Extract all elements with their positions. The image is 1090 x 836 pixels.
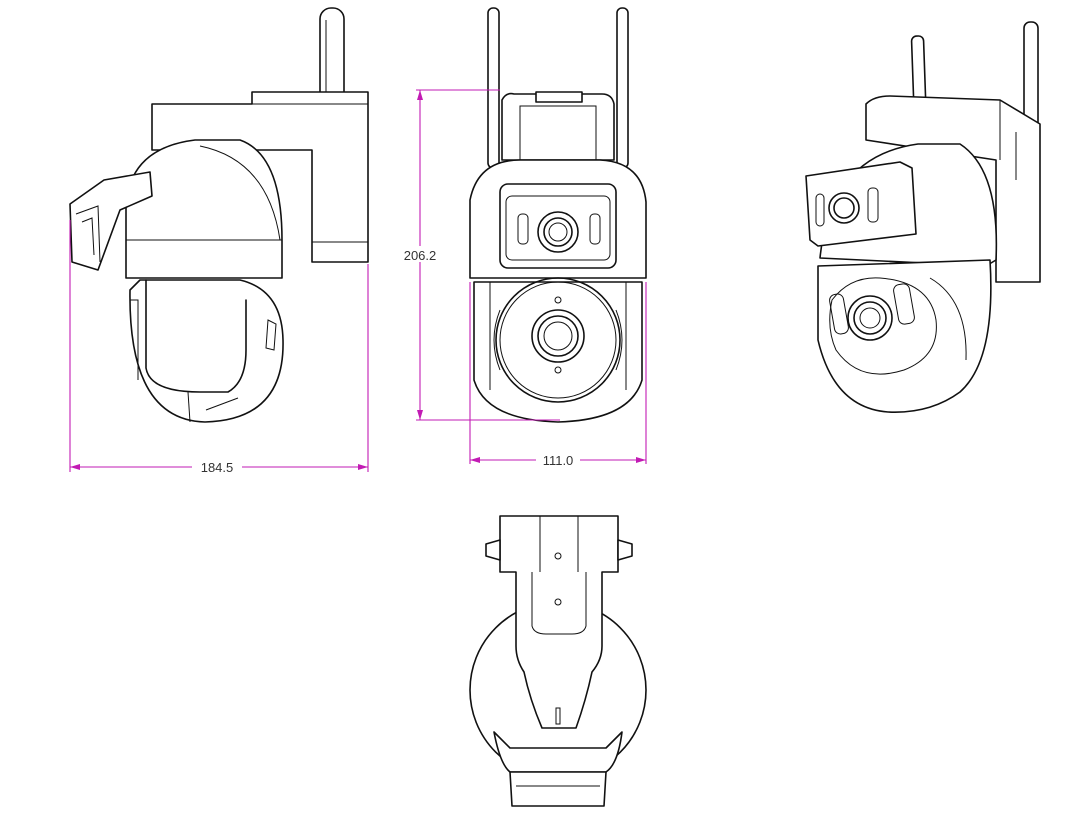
side-view xyxy=(69,7,369,423)
height-dimension: 206.2 xyxy=(396,89,560,421)
width-dimension-label: 184.5 xyxy=(201,460,234,475)
width-dimension: 184.5 xyxy=(69,220,369,475)
height-dimension-label: 206.2 xyxy=(404,248,437,263)
perspective-view xyxy=(805,21,1041,413)
top-view xyxy=(469,515,647,807)
front-width-dimension-label: 111.0 xyxy=(543,453,574,468)
front-view xyxy=(469,7,647,423)
front-width-dimension: 111.0 xyxy=(469,282,647,468)
